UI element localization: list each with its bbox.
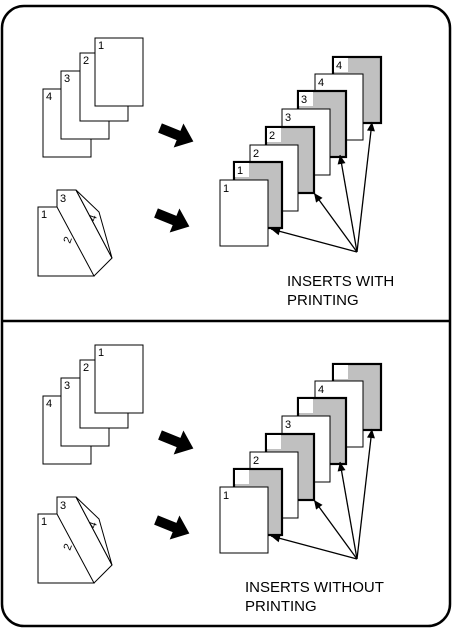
duplex-page-number: 2 [62, 235, 75, 245]
insert-pointer-head [366, 429, 375, 439]
output-page-number: 4 [318, 77, 324, 89]
flow-arrow [154, 515, 190, 540]
insert-pointer-head [366, 122, 375, 132]
output-page-number: 1 [223, 490, 229, 502]
duplex-front-sheet [37, 513, 95, 584]
original-page-number: 1 [98, 347, 104, 359]
duplex-page-number: 3 [60, 500, 66, 512]
insert-pointer-line [270, 535, 358, 560]
insert-pointer-line [313, 192, 358, 253]
original-page-number: 4 [46, 398, 52, 410]
duplex-page-number: 4 [87, 520, 100, 530]
insert-corner-label-area [267, 128, 281, 142]
duplex-page-number: 1 [41, 516, 47, 528]
output-page-number: 4 [318, 384, 324, 396]
duplex-page-number: 3 [60, 193, 66, 205]
output-page-number: 2 [253, 455, 259, 467]
original-page-number: 3 [64, 380, 70, 392]
insert-pointer-line [356, 121, 373, 253]
insert-corner-label-area [267, 435, 281, 449]
duplex-originals: 3 1 2 4 [37, 189, 113, 277]
original-page-number: 4 [46, 91, 52, 103]
flow-arrow [158, 430, 194, 455]
insert-pointer-head [314, 193, 323, 203]
output-page-number: 1 [223, 183, 229, 195]
original-page-number: 3 [64, 73, 70, 85]
caption-line-2: PRINTING [287, 292, 359, 309]
insert-pointer-head [271, 534, 281, 543]
insert-pointer-line [313, 499, 358, 560]
flow-arrow-shape [158, 430, 194, 455]
insert-corner-label-area [235, 163, 249, 177]
insert-corner-label-area [334, 58, 348, 72]
flow-arrow-shape [158, 123, 194, 148]
output-stack: 4 3 2 1 [219, 362, 383, 554]
duplex-page-number: 2 [62, 542, 75, 552]
printed-sheet [219, 179, 269, 247]
original-sheet [94, 344, 144, 414]
insert-pointers [270, 428, 375, 560]
flow-arrow-shape [154, 208, 190, 233]
printed-sheet [219, 486, 269, 554]
caption-line-2: PRINTING [245, 598, 317, 615]
insert-pointer-head [337, 155, 346, 165]
insert-page-number: 3 [301, 94, 307, 106]
insert-corner-label-area [299, 92, 313, 106]
insert-page-number: 1 [237, 165, 243, 177]
duplex-curl [75, 496, 113, 566]
original-page-number: 2 [83, 55, 89, 67]
insert-pointer-head [337, 462, 346, 472]
output-page-number: 2 [253, 148, 259, 160]
insert-corner-label-area [334, 365, 348, 379]
duplex-originals: 3 1 2 4 [37, 496, 113, 584]
insert-pointer-line [339, 461, 358, 560]
duplex-page-number: 4 [87, 213, 100, 223]
insert-page-number: 4 [336, 60, 342, 72]
insert-pointer-line [270, 228, 358, 253]
original-page-number: 1 [98, 40, 104, 52]
originals-stack: 43 21 [42, 344, 144, 465]
duplex-page-number: 1 [41, 209, 47, 221]
output-page-number: 3 [285, 419, 291, 431]
insert-pointer-head [271, 227, 281, 236]
duplex-front-sheet [37, 206, 95, 277]
output-page-number: 3 [285, 112, 291, 124]
duplex-curl [75, 189, 113, 259]
caption-line-1: INSERTS WITH [287, 273, 394, 290]
flow-arrow-shape [154, 515, 190, 540]
insert-pointer-line [356, 428, 373, 560]
insert-corner-label-area [235, 470, 249, 484]
insert-pointer-line [339, 154, 358, 253]
insert-corner-label-area [299, 399, 313, 413]
original-page-number: 2 [83, 362, 89, 374]
insert-pointers [270, 121, 375, 253]
flow-arrow [158, 123, 194, 148]
original-sheet [94, 37, 144, 107]
outer-frame [0, 4, 452, 628]
insert-page-number: 2 [269, 130, 275, 142]
caption-line-1: INSERTS WITHOUT [245, 579, 384, 596]
insert-pointer-head [314, 500, 323, 510]
originals-stack: 43 21 [42, 37, 144, 158]
flow-arrow [154, 208, 190, 233]
